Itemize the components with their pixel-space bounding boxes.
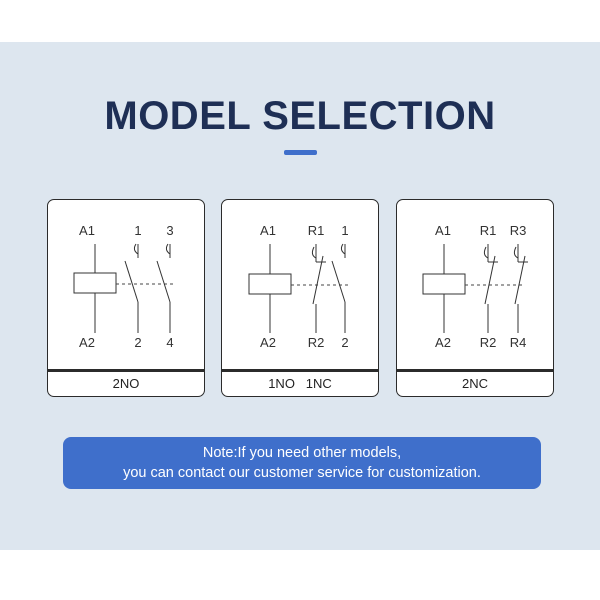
coil-top-label: A1 xyxy=(435,223,451,238)
switch2-contact xyxy=(156,260,171,303)
wiring-diagram-2no: A1 A2 1 2 3 4 xyxy=(73,223,176,350)
title-underline xyxy=(284,150,317,155)
switch1-contact-nc xyxy=(312,255,324,305)
coil-top-label: A1 xyxy=(79,223,95,238)
model-card-2nc[interactable]: A1 A2 R1 R2 R3 R4 2NC xyxy=(396,199,554,397)
model-card-2no[interactable]: A1 A2 1 2 3 4 2NO xyxy=(47,199,205,397)
switch2-contact-no xyxy=(331,260,346,303)
card-caption: 2NO xyxy=(48,369,204,396)
switch1-top-label: R1 xyxy=(480,223,497,238)
note-line-2: you can contact our customer service for… xyxy=(123,465,481,481)
coil-symbol xyxy=(422,273,466,295)
switch2-top-label: 1 xyxy=(341,223,348,238)
customization-note: Note:If you need other models, you can c… xyxy=(63,437,541,489)
card-caption: 2NC xyxy=(397,369,553,396)
switch1-bottom-label: R2 xyxy=(308,335,325,350)
switch2-bottom-label: 2 xyxy=(341,335,348,350)
coil-bottom-label: A2 xyxy=(435,335,451,350)
switch1-contact xyxy=(124,260,139,303)
model-card-1no-1nc[interactable]: A1 A2 R1 R2 1 2 1NO 1NC xyxy=(221,199,379,397)
wiring-diagram-1no-1nc: A1 A2 R1 R2 1 2 xyxy=(248,223,350,350)
switch1-bottom-label: R2 xyxy=(480,335,497,350)
switch2-contact-nc xyxy=(514,255,526,305)
note-line-1: Note:If you need other models, xyxy=(202,445,402,461)
switch1-contact-nc xyxy=(484,255,496,305)
switch1-bottom-label: 2 xyxy=(134,335,141,350)
switch2-top-label: R3 xyxy=(510,223,527,238)
switch1-top-label: 1 xyxy=(134,223,141,238)
coil-symbol xyxy=(248,273,292,295)
switch1-top-label: R1 xyxy=(308,223,325,238)
switch2-bottom-label: 4 xyxy=(166,335,173,350)
wiring-diagram-2nc: A1 A2 R1 R2 R3 R4 xyxy=(422,223,528,350)
switch2-top-label: 3 xyxy=(166,223,173,238)
coil-bottom-label: A2 xyxy=(79,335,95,350)
switch2-bottom-label: R4 xyxy=(510,335,527,350)
coil-symbol xyxy=(73,272,117,294)
coil-bottom-label: A2 xyxy=(260,335,276,350)
card-caption: 1NO 1NC xyxy=(222,369,378,396)
page-title: MODEL SELECTION xyxy=(104,94,496,138)
coil-top-label: A1 xyxy=(260,223,276,238)
